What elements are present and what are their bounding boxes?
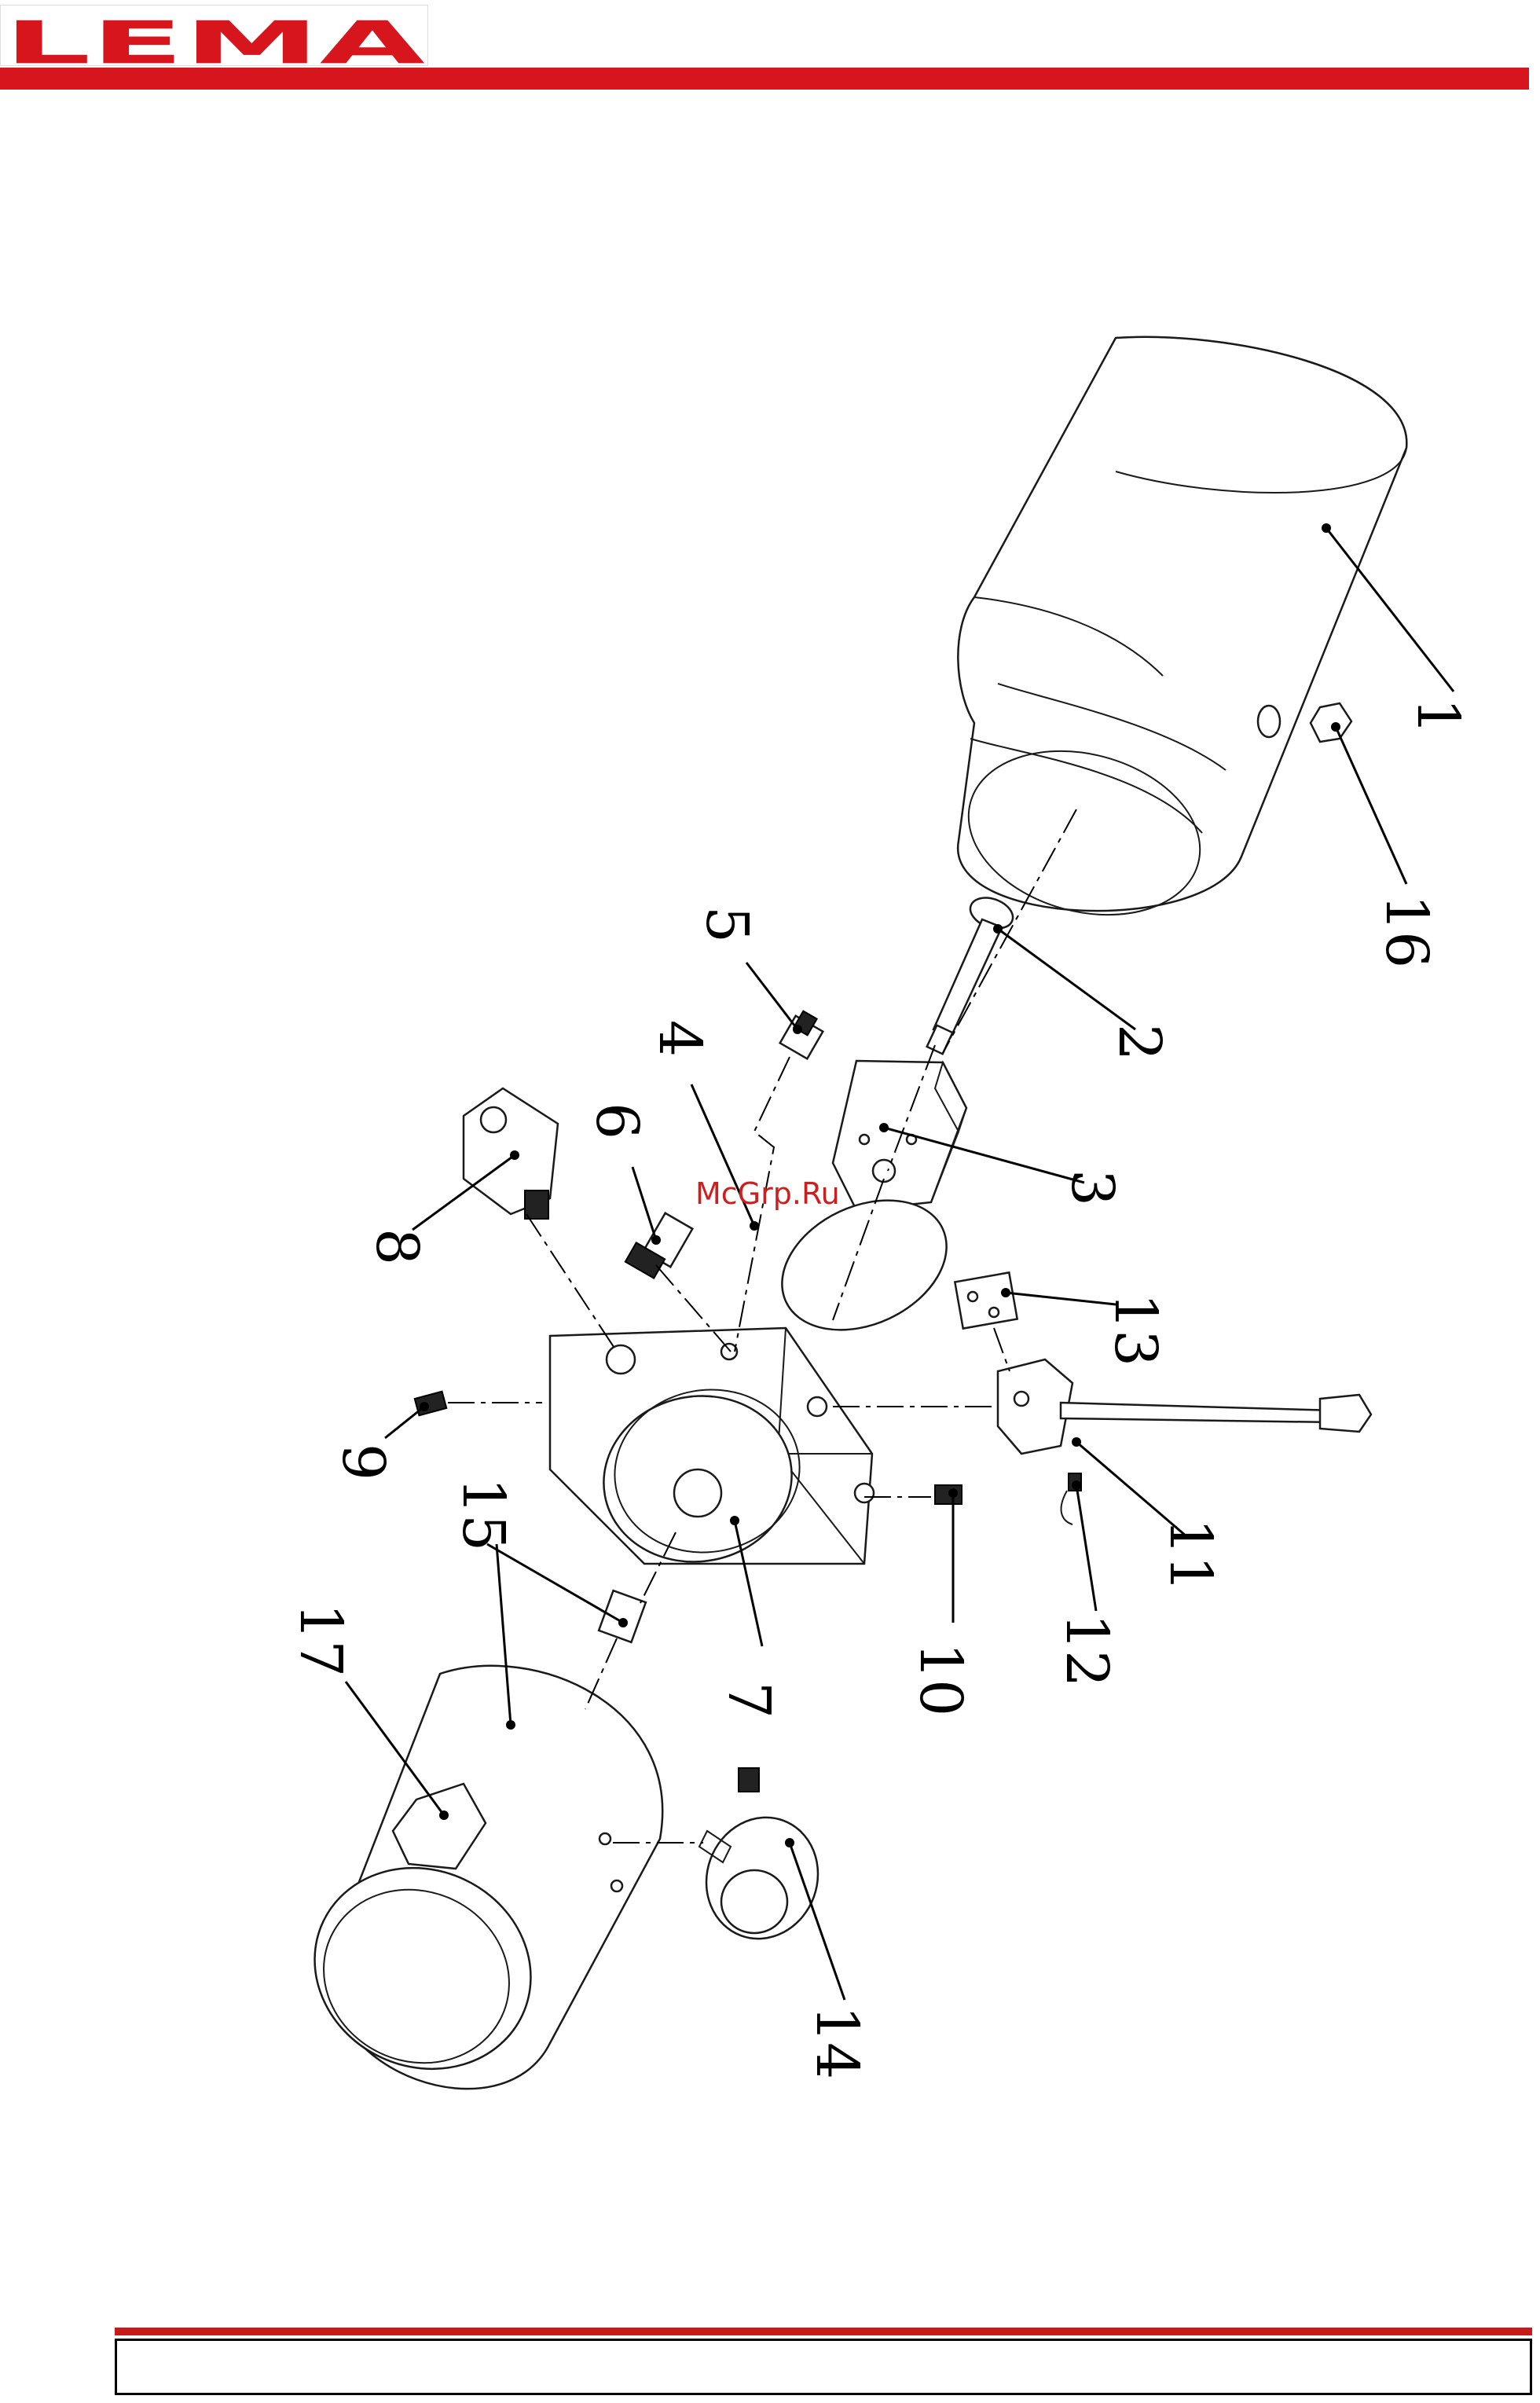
part-10-fitting xyxy=(935,1485,962,1504)
callout-9: 9 xyxy=(329,1444,397,1480)
callout-2: 2 xyxy=(1106,1024,1173,1061)
callout-8: 8 xyxy=(363,1228,431,1265)
callout-7: 7 xyxy=(715,1682,783,1719)
part-17-electric-motor xyxy=(281,1666,662,2104)
watermark-text: McGrp.Ru xyxy=(695,1179,840,1209)
callout-6: 6 xyxy=(583,1102,651,1139)
part-3-pump xyxy=(833,1061,966,1210)
footer-frame xyxy=(115,2339,1532,2395)
callout-13: 13 xyxy=(1102,1293,1169,1367)
callout-17: 17 xyxy=(287,1603,354,1677)
part-1-motor-housing xyxy=(950,337,1406,940)
callout-14: 14 xyxy=(803,2005,871,2079)
callout-3: 3 xyxy=(1058,1169,1126,1206)
part-14-starter-relay xyxy=(690,1768,835,1954)
part-2-shaft xyxy=(927,893,1018,1055)
part-13-valve-block xyxy=(955,1272,1017,1328)
callout-10: 10 xyxy=(907,1642,974,1716)
callout-16: 16 xyxy=(1373,894,1440,968)
callout-11: 11 xyxy=(1157,1518,1224,1592)
part-5-fitting xyxy=(780,1011,823,1059)
callout-4: 4 xyxy=(646,1020,713,1057)
callout-15: 15 xyxy=(449,1477,517,1551)
part-15-nipple xyxy=(599,1590,646,1642)
part-7-manifold-block xyxy=(550,1328,874,1576)
callout-12: 12 xyxy=(1053,1613,1120,1687)
callout-5: 5 xyxy=(693,906,761,943)
part-11-hand-pump-lever xyxy=(998,1359,1371,1454)
callout-1: 1 xyxy=(1404,698,1472,735)
footer-red-stripe xyxy=(115,2328,1532,2335)
